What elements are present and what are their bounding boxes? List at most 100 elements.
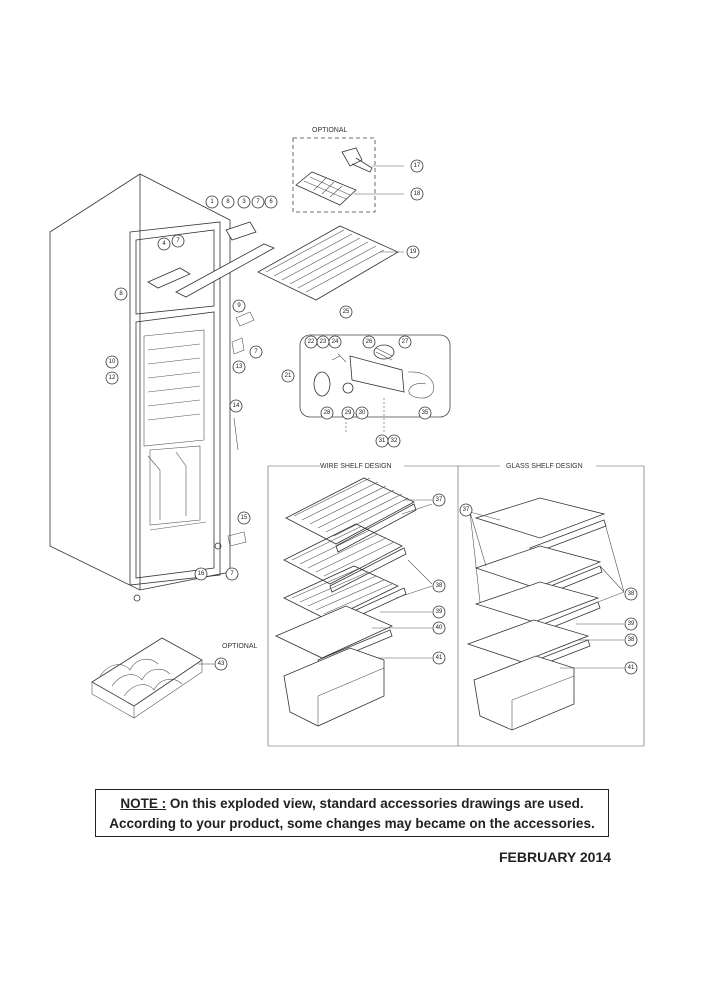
callout-39: 39 [432,605,446,619]
svg-text:16: 16 [198,571,205,577]
callout-37: 37 [459,503,473,517]
svg-text:8: 8 [226,199,230,205]
glass-shelf-design-label: GLASS SHELF DESIGN [506,463,583,470]
svg-text:7: 7 [254,349,258,355]
callout-24: 24 [328,335,342,349]
control-assembly-drawing [313,344,434,432]
svg-text:28: 28 [324,410,331,416]
svg-text:22: 22 [308,339,315,345]
callout-35: 35 [418,406,432,420]
svg-text:38: 38 [628,637,635,643]
svg-text:35: 35 [422,410,429,416]
svg-text:13: 13 [236,364,243,370]
svg-text:3: 3 [242,199,246,205]
glass-shelves-drawing [466,497,607,731]
callout-37: 37 [432,493,446,507]
callout-38: 38 [624,587,638,601]
svg-text:9: 9 [237,303,241,309]
optional-top-label: OPTIONAL [312,127,348,134]
svg-text:21: 21 [285,373,292,379]
ice-scoop-drawing [341,147,373,173]
document-date: FEBRUARY 2014 [499,849,612,865]
callout-38: 38 [624,633,638,647]
svg-text:39: 39 [436,609,443,615]
note-prefix: NOTE : [120,796,167,811]
svg-text:7: 7 [176,238,180,244]
callout-7: 7 [171,234,185,248]
callout-32: 32 [387,434,401,448]
svg-text:41: 41 [436,655,443,661]
callout-8: 8 [114,287,128,301]
callout-6: 6 [264,195,278,209]
wire-shelf-design-label: WIRE SHELF DESIGN [320,463,392,470]
callout-26: 26 [362,335,376,349]
callout-13: 13 [232,360,246,374]
svg-text:30: 30 [359,410,366,416]
svg-text:4: 4 [162,241,166,247]
callout-18: 18 [410,187,424,201]
svg-text:38: 38 [436,583,443,589]
svg-text:18: 18 [414,191,421,197]
callout-41: 41 [624,661,638,675]
svg-text:6: 6 [269,199,273,205]
callout-9: 9 [232,299,246,313]
callout-3: 3 [237,195,251,209]
callout-7: 7 [225,567,239,581]
svg-text:8: 8 [119,291,123,297]
wine-rack-drawing [91,637,203,719]
optional-side-label: OPTIONAL [222,643,258,650]
callout-41: 41 [432,651,446,665]
callout-14: 14 [229,399,243,413]
svg-text:27: 27 [402,339,409,345]
svg-text:43: 43 [218,661,225,667]
shelf-design-frame [267,465,645,747]
callout-8: 8 [221,195,235,209]
optional-accessory-box [292,137,376,213]
glass-callout-leaders [469,511,625,669]
callout-4: 4 [157,237,171,251]
svg-text:24: 24 [332,339,339,345]
top-bar-part-drawing [147,221,275,547]
svg-text:23: 23 [320,339,327,345]
note-line-1: NOTE : On this exploded view, standard a… [96,794,608,814]
svg-text:39: 39 [628,621,635,627]
svg-text:40: 40 [436,625,443,631]
note-box: NOTE : On this exploded view, standard a… [95,789,609,837]
callout-28: 28 [320,406,334,420]
svg-text:32: 32 [391,438,398,444]
refrigerator-cabinet-drawing [49,173,231,602]
callout-29: 29 [341,406,355,420]
callout-bubbles: 1 8 3 7 6 4 7 8 9 7 13 10 12 14 15 16 7 … [105,159,638,675]
callout-17: 17 [410,159,424,173]
svg-text:29: 29 [345,410,352,416]
callout-7: 7 [251,195,265,209]
callout-23: 23 [316,335,330,349]
svg-text:14: 14 [233,403,240,409]
callout-7: 7 [249,345,263,359]
svg-text:31: 31 [379,438,386,444]
svg-text:19: 19 [410,249,417,255]
svg-text:25: 25 [343,309,350,315]
callout-21: 21 [281,369,295,383]
svg-text:26: 26 [366,339,373,345]
ice-tray-drawing [295,171,357,206]
callout-1: 1 [205,195,219,209]
callout-22: 22 [304,335,318,349]
callout-30: 30 [355,406,369,420]
callout-25: 25 [339,305,353,319]
callout-38: 38 [432,579,446,593]
svg-text:7: 7 [256,199,260,205]
callout-10: 10 [105,355,119,369]
svg-text:7: 7 [230,571,234,577]
svg-text:41: 41 [628,665,635,671]
svg-text:12: 12 [109,375,116,381]
callout-19: 19 [406,245,420,259]
svg-text:17: 17 [414,163,421,169]
callout-27: 27 [398,335,412,349]
callout-39: 39 [624,617,638,631]
svg-text:37: 37 [436,497,443,503]
wire-shelves-drawing [275,477,417,727]
note-text-1: On this exploded view, standard accessor… [169,796,584,811]
callout-31: 31 [375,434,389,448]
callout-16: 16 [194,567,208,581]
